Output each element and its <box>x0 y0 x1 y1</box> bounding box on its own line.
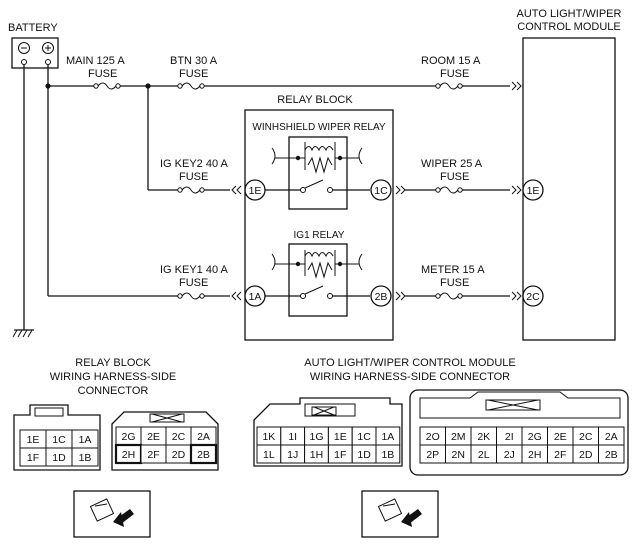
connector-pin-label: 1L <box>263 449 275 461</box>
main-125a-fuse <box>93 82 121 90</box>
relay-connector-title: WIRING HARNESS-SIDE <box>50 371 177 383</box>
connector-pin-label: 2M <box>451 431 466 443</box>
module-connector-title: WIRING HARNESS-SIDE CONNECTOR <box>310 371 510 383</box>
ig-key1-fuse-label: IG KEY1 40 A <box>160 264 229 276</box>
module-connector-2: 2O 2M 2K 2I 2G 2E 2C 2A 2P 2N 2L 2J 2H 2F 2D 2B <box>409 389 629 476</box>
module-connector-1: 1K 1I 1G 1E 1C 1A 1L 1J 1H 1F 1D 1B <box>253 397 403 467</box>
connector-pin-label: 2C <box>172 431 186 443</box>
relay-connector-1: 1E 1C 1A 1F 1D 1B <box>13 404 101 471</box>
svg-text:1C: 1C <box>374 185 388 197</box>
wiper-fuse-label: FUSE <box>440 171 469 183</box>
connector-pin-label: 2E <box>554 431 567 443</box>
connector-pin-label: 2N <box>452 449 465 461</box>
connector-pin-label: 2F <box>554 449 566 461</box>
wiper-relay-label: WINHSHIELD WIPER RELAY <box>252 122 385 133</box>
connector-pin-label: 1F <box>334 449 346 461</box>
connector-pin-label: 2F <box>147 449 159 461</box>
connector-pin-label: 1E <box>27 434 40 446</box>
connector-pin-label: 2B <box>605 449 618 461</box>
connector-pin-label: 2I <box>505 431 514 443</box>
terminal-1c <box>370 179 392 201</box>
connector-pin-label: 2G <box>528 431 542 443</box>
ig-key2-fuse-label: FUSE <box>179 171 208 183</box>
relay-connector-view-icon <box>73 490 151 538</box>
connector-pin-label: 2K <box>477 431 490 443</box>
connector-pin-label: 2E <box>147 431 160 443</box>
connector-pin-label: 2G <box>121 431 135 443</box>
connector-pin-label: 2C <box>579 431 593 443</box>
wiper-25a-fuse <box>435 186 463 194</box>
connector-pin-label: 2P <box>426 449 439 461</box>
connector-pin-label: 2J <box>504 449 515 461</box>
connector-pin-cell <box>189 443 218 465</box>
connector-pin-label: 1G <box>309 431 323 443</box>
connector-pin-label: 2O <box>426 431 440 443</box>
meter-15a-fuse <box>435 292 463 300</box>
svg-text:1E: 1E <box>249 185 262 197</box>
relay-connector-title: CONNECTOR <box>78 385 149 397</box>
connector-pin-label: 1B <box>381 449 394 461</box>
connector-pin-label: 1J <box>287 449 298 461</box>
connector-pin-label: 1C <box>52 434 66 446</box>
wiper-fuse-label: WIPER 25 A <box>421 158 483 170</box>
connector-pin-label: 2A <box>605 431 618 443</box>
room-15a-fuse <box>435 82 463 90</box>
connector-pin-label: 1E <box>334 431 347 443</box>
battery-label: BATTERY <box>8 22 58 34</box>
ig-key2-40a-fuse <box>177 186 205 194</box>
connector-pin-label: 2H <box>528 449 541 461</box>
connector-pin-label: 2B <box>197 449 210 461</box>
connector-pin-cell <box>71 447 99 467</box>
meter-fuse-label: FUSE <box>440 277 469 289</box>
relay-connector-2: 2G 2E 2C 2A 2H 2F 2D 2B <box>111 411 219 471</box>
module-connector-title: AUTO LIGHT/WIPER CONTROL MODULE <box>304 357 515 369</box>
connector-pin-label: 1A <box>79 434 92 446</box>
svg-text:2B: 2B <box>375 291 388 303</box>
ig-key2-fuse-label: IG KEY2 40 A <box>160 158 229 170</box>
svg-text:2C: 2C <box>526 291 540 303</box>
connector-pin-label: 1A <box>381 431 394 443</box>
wiper-relay <box>271 136 363 210</box>
battery-negative-terminal <box>18 42 30 54</box>
meter-fuse-label: METER 15 A <box>421 264 485 276</box>
connector-pin-label: 1C <box>357 431 371 443</box>
btn-fuse-label: FUSE <box>179 68 208 80</box>
main-fuse-label: MAIN 125 A <box>66 55 125 67</box>
connector-pin-label: 2D <box>172 449 186 461</box>
connector-pin-cell <box>375 444 401 464</box>
room-fuse-label: FUSE <box>440 68 469 80</box>
btn-fuse-label: BTN 30 A <box>170 55 218 67</box>
btn-30a-fuse <box>177 82 205 90</box>
terminal-1e-module <box>522 179 544 201</box>
relay-connector-title: RELAY BLOCK <box>75 357 151 369</box>
ig1-relay-label: IG1 RELAY <box>294 230 345 241</box>
connector-pin-label: 1D <box>52 452 66 464</box>
svg-text:1E: 1E <box>527 185 540 197</box>
connector-pin-label: 2A <box>197 431 210 443</box>
room-fuse-label: ROOM 15 A <box>421 55 481 67</box>
connector-pin-label: 1I <box>288 431 297 443</box>
ig-key1-fuse-label: FUSE <box>179 277 208 289</box>
connector-pin-cell <box>598 444 625 464</box>
svg-text:1A: 1A <box>249 291 262 303</box>
terminal-2b <box>370 285 392 307</box>
terminal-2c <box>522 285 544 307</box>
connector-pin-label: 1D <box>357 449 371 461</box>
battery-positive-terminal <box>42 42 54 54</box>
connector-pin-label: 2H <box>122 449 135 461</box>
connector-pin-label: 2D <box>579 449 593 461</box>
main-fuse-label: FUSE <box>88 68 117 80</box>
connector-pin-label: 1F <box>27 452 39 464</box>
connector-pin-label: 1H <box>310 449 323 461</box>
ig-key1-40a-fuse <box>177 292 205 300</box>
module-connector-view-icon <box>361 490 439 538</box>
connector-pin-label: 2L <box>478 449 490 461</box>
module-title: CONTROL MODULE <box>517 21 621 33</box>
relay-block-title: RELAY BLOCK <box>277 94 353 106</box>
connector-pin-label: 1K <box>262 431 275 443</box>
ground-symbol <box>12 329 34 338</box>
module-title: AUTO LIGHT/WIPER <box>517 8 622 20</box>
connector-pin-label: 1B <box>79 452 92 464</box>
